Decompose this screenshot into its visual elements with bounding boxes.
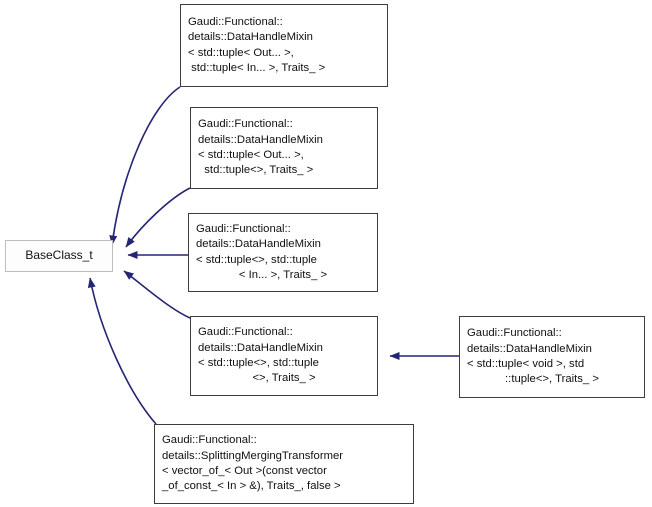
node-splitting-merging-transformer-line-1: details::SplittingMergingTransformer	[162, 449, 344, 462]
node-data-handle-mixin-void-empty-line-3: ::tuple<>, Traits_ >	[505, 373, 599, 386]
node-data-handle-mixin-out-empty[interactable]: Gaudi::Functional:: details::DataHandleM…	[190, 107, 378, 189]
node-splitting-merging-transformer-line-3: _of_const_< In > &), Traits_, false >	[162, 480, 341, 493]
node-data-handle-mixin-out-in-line-2: < std::tuple< Out... >,	[188, 46, 294, 59]
edge-splitting-merging-transformer-to-base	[87, 277, 157, 425]
node-data-handle-mixin-void-empty-line-2: < std::tuple< void >, std	[467, 358, 585, 370]
node-data-handle-mixin-empty-in[interactable]: Gaudi::Functional:: details::DataHandleM…	[188, 213, 378, 292]
node-base-class-t-line-0: BaseClass_t	[25, 248, 93, 263]
node-data-handle-mixin-out-in-line-1: details::DataHandleMixin	[188, 31, 313, 44]
edge-mixin-empty-empty-to-base	[123, 270, 191, 319]
node-data-handle-mixin-out-in-line-0: Gaudi::Functional::	[188, 15, 283, 28]
node-base-class-t[interactable]: BaseClass_t	[5, 240, 113, 272]
node-data-handle-mixin-empty-in-line-0: Gaudi::Functional::	[196, 222, 291, 235]
node-data-handle-mixin-out-empty-line-0: Gaudi::Functional::	[198, 118, 293, 131]
node-data-handle-mixin-void-empty-line-1: details::DataHandleMixin	[467, 342, 592, 355]
edge-mixin-out-empty-to-base	[125, 187, 191, 248]
node-data-handle-mixin-void-empty-line-0: Gaudi::Functional::	[467, 327, 562, 340]
node-data-handle-mixin-empty-in-line-1: details::DataHandleMixin	[196, 238, 321, 251]
node-data-handle-mixin-empty-empty-line-1: details::DataHandleMixin	[198, 341, 323, 354]
node-splitting-merging-transformer-line-2: < vector_of_< Out >(const vector	[162, 465, 327, 477]
node-data-handle-mixin-void-empty[interactable]: Gaudi::Functional:: details::DataHandleM…	[459, 316, 645, 398]
node-data-handle-mixin-empty-in-line-2: < std::tuple<>, std::tuple	[196, 253, 317, 266]
node-data-handle-mixin-out-empty-line-3: std::tuple<>, Traits_ >	[198, 164, 314, 177]
node-data-handle-mixin-out-empty-line-1: details::DataHandleMixin	[198, 133, 323, 146]
node-data-handle-mixin-empty-in-line-3: < In... >, Traits_ >	[238, 268, 328, 281]
node-data-handle-mixin-empty-empty-line-3: <>, Traits_ >	[252, 372, 316, 385]
node-data-handle-mixin-out-in[interactable]: Gaudi::Functional:: details::DataHandleM…	[180, 4, 388, 87]
node-data-handle-mixin-out-empty-line-2: < std::tuple< Out... >,	[198, 149, 304, 161]
node-data-handle-mixin-empty-empty[interactable]: Gaudi::Functional:: details::DataHandleM…	[190, 316, 378, 396]
node-data-handle-mixin-empty-empty-line-0: Gaudi::Functional::	[198, 326, 293, 339]
edge-mixin-out-in-to-base	[109, 86, 181, 246]
node-data-handle-mixin-out-in-line-3: std::tuple< In... >, Traits_ >	[188, 61, 326, 74]
node-splitting-merging-transformer[interactable]: Gaudi::Functional:: details::SplittingMe…	[154, 424, 414, 504]
node-data-handle-mixin-empty-empty-line-2: < std::tuple<>, std::tuple	[198, 357, 319, 369]
node-splitting-merging-transformer-line-0: Gaudi::Functional::	[162, 434, 257, 447]
